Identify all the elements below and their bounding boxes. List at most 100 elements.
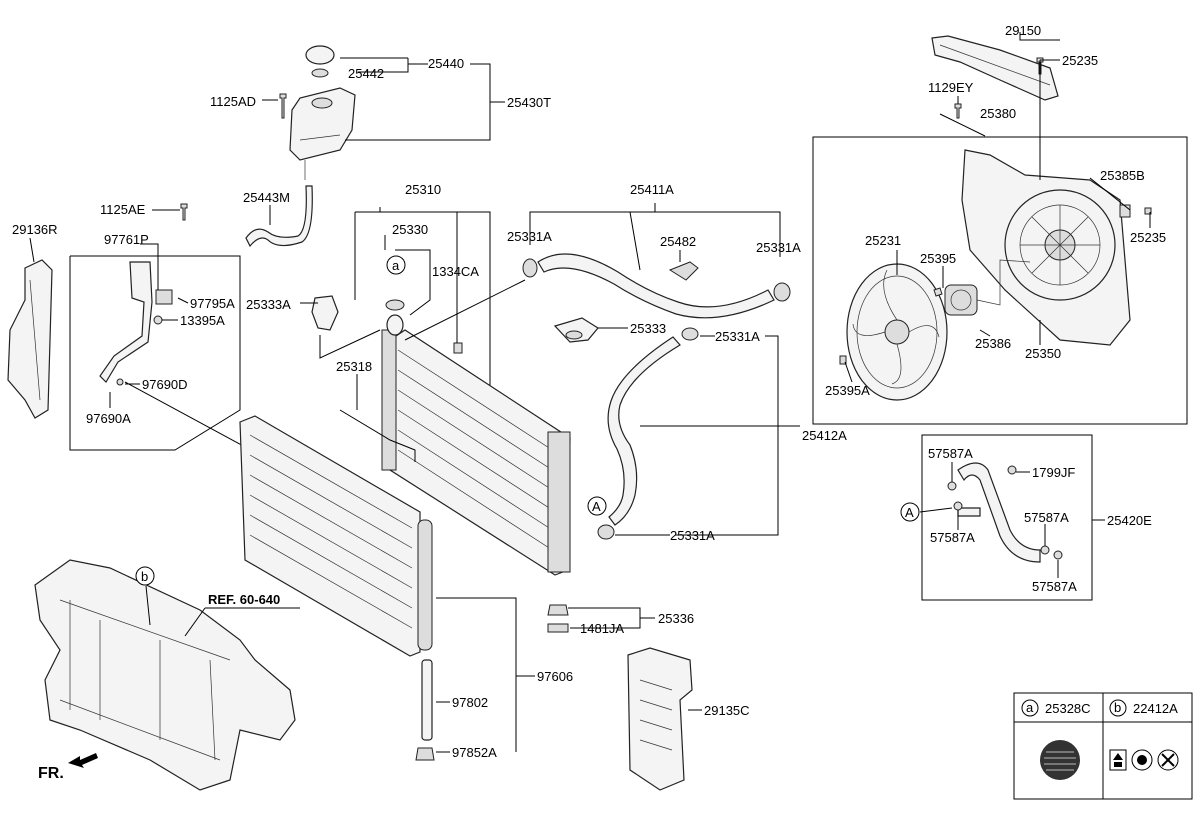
label-57587A-2: 57587A (930, 530, 975, 545)
lower-hose-part (607, 336, 681, 526)
callout-A-circle (587, 496, 607, 516)
label-1334CA: 1334CA (432, 264, 479, 279)
seal-ring-part (311, 68, 329, 78)
fan-group: 29150 25235 1129EY 25380 25385B 25235 25… (812, 23, 1188, 425)
label-1125AE: 1125AE (100, 202, 146, 217)
label-25310: 25310 (405, 182, 441, 197)
label-97802: 97802 (452, 695, 488, 710)
label-57587A-3: 57587A (1024, 510, 1069, 525)
label-1481JA: 1481JA (580, 621, 624, 636)
bolt-icon (180, 203, 188, 221)
label-25336: 25336 (658, 611, 694, 626)
radiator-cap-part (385, 299, 405, 311)
label-97690D: 97690D (142, 377, 188, 392)
drain-plug-group: 25336 1481JA (547, 604, 694, 636)
callout-A-text: A (592, 499, 601, 514)
hose-detail-frame (921, 434, 1093, 601)
callout-a-text: a (392, 258, 400, 273)
legend-a-circle (1021, 699, 1039, 717)
hose-detail-group: A 57587A 1799JF 57587A 57587A 57587A 254… (900, 434, 1152, 601)
legend-a-part: 25328C (1045, 701, 1091, 716)
hose-clamp-part (681, 327, 699, 341)
label-25440: 25440 (428, 56, 464, 71)
label-97852A: 97852A (452, 745, 497, 760)
label-25412A: 25412A (802, 428, 847, 443)
label-25380: 25380 (980, 106, 1016, 121)
bracket-25482-part (668, 261, 699, 281)
condenser-group: 97606 97802 97852A (239, 415, 573, 761)
label-25442: 25442 (348, 66, 384, 81)
radiator-group: a 25310 25330 1334CA 25333A 25318 (246, 182, 571, 576)
front-arrow-icon (68, 753, 98, 768)
callout-a-circle (386, 255, 406, 275)
label-25331A-4: 25331A (670, 528, 715, 543)
receiver-drier-part (417, 519, 433, 651)
legend-a-letter: a (1026, 700, 1034, 715)
label-1125AD: 1125AD (210, 94, 256, 109)
label-29135C: 29135C (704, 703, 750, 718)
label-97761P: 97761P (104, 232, 149, 247)
label-25350: 25350 (1025, 346, 1061, 361)
carrier-group: b REF. 60-640 FR. (34, 559, 300, 791)
side-bracket-group: 29136R (7, 222, 58, 419)
reservoir-cap-part (305, 45, 335, 65)
label-25331A-2: 25331A (756, 240, 801, 255)
label-25235-right: 25235 (1130, 230, 1166, 245)
front-carrier-part (34, 559, 296, 791)
legend-table: a 25328C b 22412A (1013, 692, 1193, 800)
legend-b-circle (1109, 699, 1127, 717)
label-25411A: 25411A (630, 182, 674, 197)
label-25318: 25318 (336, 359, 372, 374)
upper-hose-group: 25411A 25331A 25482 25331A (507, 182, 801, 319)
label-97606: 97606 (537, 669, 573, 684)
fan-motor-part (944, 284, 978, 316)
bolt-icon (279, 93, 287, 119)
condenser-core-part (239, 415, 421, 657)
label-25330: 25330 (392, 222, 428, 237)
side-bracket-part (7, 259, 53, 419)
clip-part (453, 342, 463, 354)
label-57587A-1: 57587A (928, 446, 973, 461)
air-guard-part (627, 647, 693, 791)
radiator-tank-part (547, 431, 571, 573)
drain-plug-part (547, 604, 569, 616)
callout-A-text: A (905, 505, 914, 520)
label-25235-top: 25235 (1062, 53, 1098, 68)
lower-hose-group: A 25333 25331A 25412A 25331A (553, 317, 847, 543)
label-57587A-4: 57587A (1032, 579, 1077, 594)
upper-hose-part (537, 253, 775, 319)
label-25420E: 25420E (1107, 513, 1152, 528)
label-25430T: 25430T (507, 95, 551, 110)
fr-label: FR. (38, 765, 64, 782)
label-25385B: 25385B (1100, 168, 1145, 183)
label-97795A: 97795A (190, 296, 235, 311)
label-1799JF: 1799JF (1032, 465, 1075, 480)
legend-b-part: 22412A (1133, 701, 1178, 716)
small-hose-part (957, 462, 1041, 563)
label-13395A: 13395A (180, 313, 225, 328)
hose-clamp-part (597, 524, 615, 540)
callout-b-text: b (141, 569, 148, 584)
bolt-icon (954, 103, 962, 119)
label-25395: 25395 (920, 251, 956, 266)
hose-clamp-part (773, 282, 791, 302)
reservoir-group: 25440 25442 1125AD 25430T 25443M 1125AE (100, 45, 551, 248)
label-25443M: 25443M (243, 190, 290, 205)
o-ring-part (547, 623, 569, 633)
legend-b-letter: b (1114, 700, 1121, 715)
reservoir-tank-part (289, 87, 356, 161)
warning-label-icon (1109, 749, 1179, 771)
ac-pipe-part (99, 261, 153, 383)
label-25231: 25231 (865, 233, 901, 248)
upper-bracket-part (931, 35, 1059, 101)
callout-A-circle (900, 502, 920, 522)
bracket-part (311, 295, 339, 331)
label-25333: 25333 (630, 321, 666, 336)
bolt-icon (1119, 204, 1131, 218)
plug-part (415, 747, 435, 761)
label-25333A: 25333A (246, 297, 291, 312)
label-25331A-3: 25331A (715, 329, 760, 344)
label-1129EY: 1129EY (928, 80, 974, 95)
